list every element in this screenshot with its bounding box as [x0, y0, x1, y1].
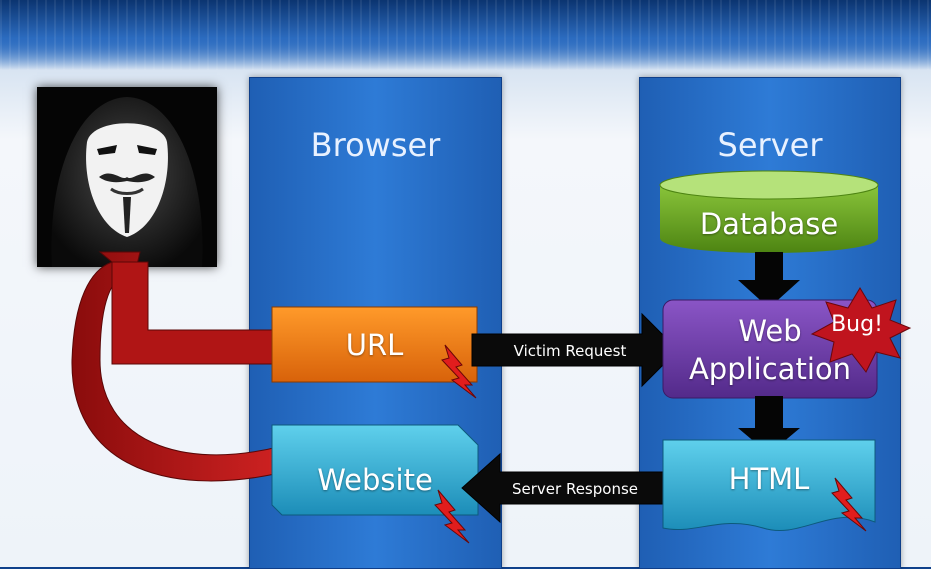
victim-request-arrow [471, 312, 679, 388]
db-to-app-arrow [738, 252, 800, 308]
website-label: Website [317, 463, 433, 497]
url-label: URL [345, 328, 404, 362]
server-title: Server [717, 126, 823, 164]
html-label: HTML [728, 462, 810, 496]
web-application-label-line2: Application [688, 352, 852, 386]
lightning-bolt-icon [441, 344, 477, 399]
database-cylinder [659, 170, 879, 253]
website-box [271, 424, 479, 516]
browser-title: Browser [310, 126, 441, 164]
server-response-label: Server Response [512, 480, 638, 498]
server-response-arrow [461, 452, 669, 524]
lightning-bolt-icon [831, 477, 867, 532]
header-banner [0, 0, 931, 70]
victim-request-label: Victim Request [513, 342, 627, 360]
database-label: Database [699, 207, 839, 241]
bug-starburst [810, 287, 912, 373]
masked-hacker-image [37, 87, 217, 267]
url-box [271, 306, 478, 383]
web-application-label-line1: Web [738, 314, 802, 348]
return-curve-arrow [71, 251, 293, 482]
lightning-bolt-icon [434, 489, 470, 544]
bug-label: Bug! [831, 312, 883, 337]
